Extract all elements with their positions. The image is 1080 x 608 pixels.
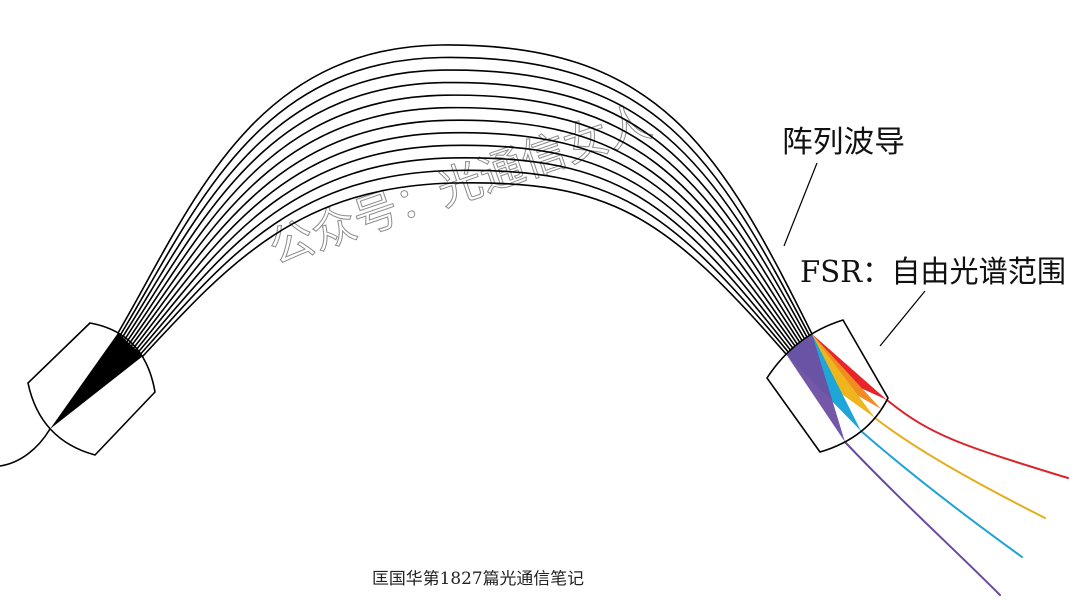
arrayed-waveguide: [121, 69, 809, 339]
label-arrayed-waveguide: 阵列波导: [782, 125, 905, 160]
arrayed-waveguide: [135, 144, 794, 351]
arrayed-waveguide: [117, 44, 813, 335]
arrayed-waveguide: [128, 106, 801, 345]
output-fiber-cyan: [860, 430, 1023, 558]
input-fiber: [0, 428, 51, 467]
arrayed-waveguide: [119, 56, 811, 337]
arrayed-waveguide: [126, 94, 804, 343]
arrayed-waveguide: [139, 169, 790, 355]
input-fan: [50, 333, 143, 429]
arrayed-waveguide: [133, 131, 797, 349]
output-fiber-purple: [844, 441, 1001, 596]
input-slab-coupler: [27, 322, 156, 456]
arrayed-waveguide: [137, 157, 792, 353]
leader-line-arrayed-waveguide: [783, 162, 818, 247]
caption: 匡国华第1827篇光通信笔记: [372, 569, 584, 588]
arrayed-waveguide-bundle: [117, 44, 813, 357]
output-fiber-yellow: [874, 417, 1046, 519]
label-fsr: FSR：自由光谱范围: [800, 255, 1066, 290]
arrayed-waveguide: [124, 81, 806, 341]
output-channel-wedges: [786, 334, 887, 442]
leader-line-fsr: [879, 290, 926, 347]
output-slab-coupler: [766, 319, 889, 453]
output-fiber-red: [886, 399, 1069, 479]
arrayed-waveguide: [142, 182, 787, 357]
output-beam-purple: [786, 334, 845, 442]
arrayed-waveguide: [130, 119, 799, 347]
